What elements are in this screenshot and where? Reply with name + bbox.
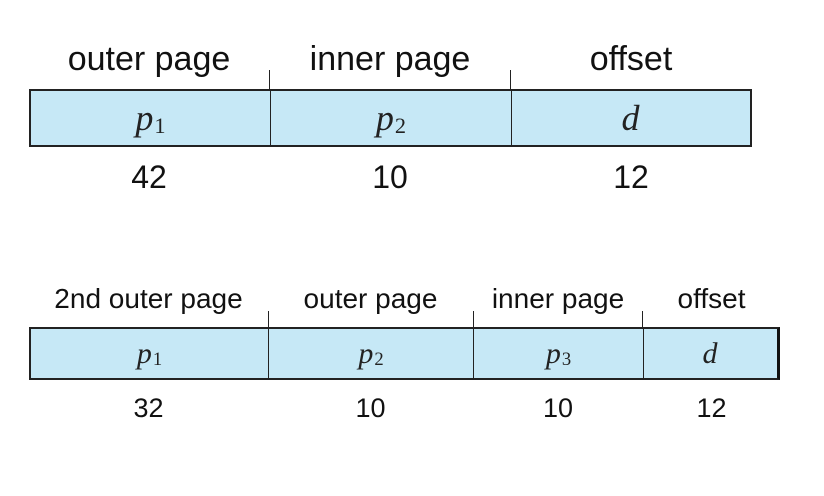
field-var: p xyxy=(375,98,394,138)
bits-2nd-outer-page: 32 xyxy=(133,393,164,423)
header-divider xyxy=(642,311,643,327)
field-var: d xyxy=(702,336,718,370)
header-divider xyxy=(268,311,269,327)
field-var: p xyxy=(545,336,561,370)
header-divider xyxy=(510,70,511,89)
header-offset: offset xyxy=(677,283,746,314)
header-outer-page: outer page xyxy=(67,40,231,78)
field-var: d xyxy=(621,98,640,138)
field-subscript: 2 xyxy=(394,112,407,138)
bits-inner-page: 10 xyxy=(542,393,574,423)
bits-inner-page: 10 xyxy=(372,159,408,195)
header-inner-page: inner page xyxy=(491,283,625,314)
field-var: p xyxy=(136,336,152,370)
field-d: d xyxy=(512,91,750,145)
header-divider xyxy=(473,311,474,327)
field-d: d xyxy=(644,329,777,378)
header-offset: offset xyxy=(589,40,673,78)
field-subscript: 1 xyxy=(154,112,166,138)
header-divider xyxy=(269,70,270,89)
field-var: p xyxy=(135,98,154,138)
bits-outer-page: 42 xyxy=(131,159,167,195)
bits-offset: 12 xyxy=(696,393,727,423)
header-inner-page: inner page xyxy=(309,40,471,78)
header-outer-page: outer page xyxy=(303,283,438,314)
bits-offset: 12 xyxy=(613,159,649,195)
bits-outer-page: 10 xyxy=(355,393,386,423)
field-subscript: 1 xyxy=(152,349,163,370)
header-2nd-outer-page: 2nd outer page xyxy=(54,283,243,314)
field-subscript: 3 xyxy=(561,349,572,370)
field-var: p xyxy=(358,336,374,370)
field-subscript: 2 xyxy=(374,349,384,370)
